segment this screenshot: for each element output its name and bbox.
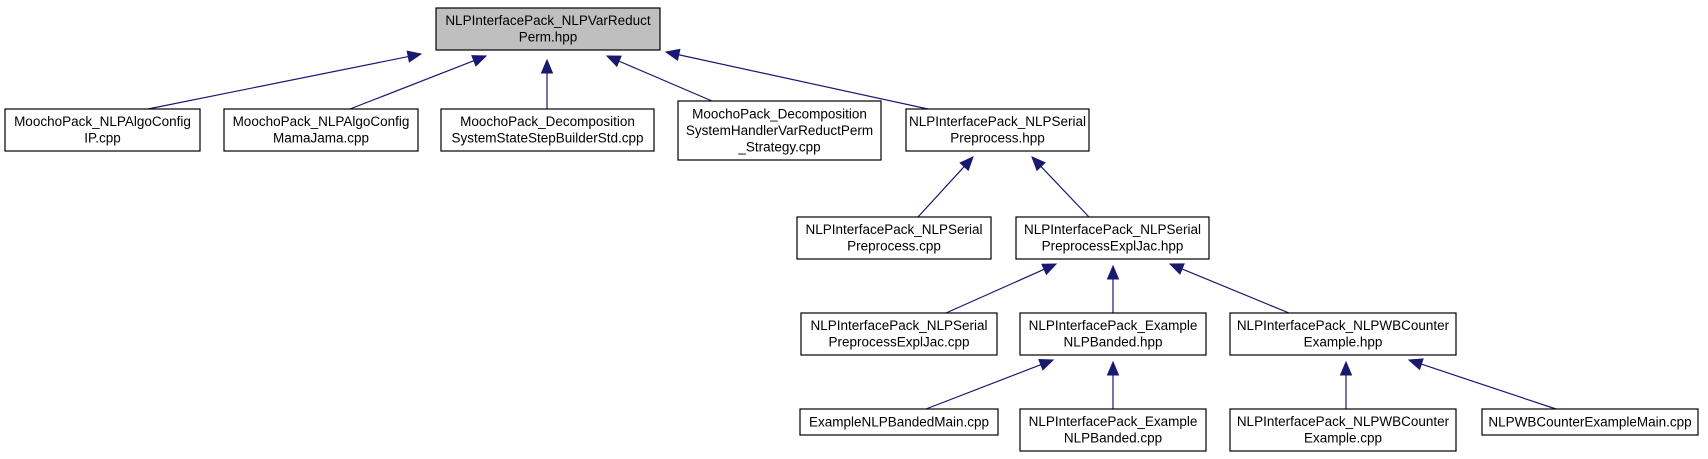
edge-n2-n0 — [349, 60, 475, 110]
node-label-line: Example.hpp — [1304, 335, 1383, 350]
arrowhead-n1-n0 — [406, 50, 423, 63]
node-label-line: MoochoPack_NLPAlgoConfig — [14, 114, 191, 129]
arrowhead-n7-n5 — [1031, 156, 1046, 172]
edge-n6-n5 — [917, 166, 965, 218]
node-label-line: MamaJama.cpp — [273, 131, 369, 146]
file-node[interactable]: NLPInterfacePack_NLPWBCounterExample.cpp — [1229, 408, 1457, 452]
node-label-line: Preprocess.hpp — [950, 131, 1045, 146]
file-node[interactable]: NLPWBCounterExampleMain.cpp — [1481, 408, 1699, 436]
node-label-line: SystemStateStepBuilderStd.cpp — [451, 131, 643, 146]
node-box — [1019, 312, 1207, 356]
node-box — [796, 216, 992, 260]
node-label-line: ExampleNLPBandedMain.cpp — [809, 414, 989, 429]
node-box — [1019, 408, 1207, 452]
node-label-line: NLPInterfacePack_Example — [1029, 414, 1198, 429]
edge-n4-n0 — [618, 60, 713, 102]
node-label-line: MoochoPack_Decomposition — [692, 106, 867, 121]
node-label-line: IP.cpp — [84, 131, 121, 146]
node-box — [440, 108, 655, 152]
node-label-line: MoochoPack_Decomposition — [460, 114, 635, 129]
node-box — [1229, 312, 1457, 356]
node-box — [799, 408, 999, 436]
node-box — [800, 312, 998, 356]
node-box — [4, 108, 201, 152]
node-label-line: Example.cpp — [1304, 431, 1382, 446]
edge-n10-n7 — [1181, 268, 1290, 314]
file-node[interactable]: MoochoPack_DecompositionSystemHandlerVar… — [677, 100, 882, 161]
file-node[interactable]: NLPInterfacePack_ExampleNLPBanded.hpp — [1019, 312, 1207, 356]
file-node[interactable]: NLPInterfacePack_NLPSerialPreprocessExpl… — [800, 312, 998, 356]
arrowhead-n8-n7 — [1041, 263, 1058, 276]
arrowhead-n14-n10 — [1407, 358, 1424, 371]
arrowhead-n3-n0 — [540, 58, 554, 74]
node-label-line: NLPInterfacePack_NLPVarReduct — [445, 13, 651, 28]
node-label-line: NLPInterfacePack_NLPWBCounter — [1237, 414, 1450, 429]
edges-layer — [147, 48, 1557, 410]
file-node[interactable]: NLPInterfacePack_ExampleNLPBanded.cpp — [1019, 408, 1207, 452]
edge-n11-n9 — [925, 364, 1042, 410]
file-node[interactable]: NLPInterfacePack_NLPWBCounterExample.hpp — [1229, 312, 1457, 356]
node-label-line: PreprocessExplJac.cpp — [828, 335, 969, 350]
node-box — [1229, 408, 1457, 452]
file-node[interactable]: MoochoPack_DecompositionSystemStateStepB… — [440, 108, 655, 152]
node-box — [1481, 408, 1699, 436]
node-box — [905, 108, 1090, 152]
node-label-line: NLPInterfacePack_NLPWBCounter — [1237, 318, 1450, 333]
arrowhead-n5-n0 — [664, 48, 681, 61]
node-label-line: Preprocess.cpp — [847, 239, 941, 254]
file-node[interactable]: ExampleNLPBandedMain.cpp — [799, 408, 999, 436]
edge-n5-n0 — [678, 54, 929, 110]
node-label-line: _Strategy.cpp — [737, 139, 820, 154]
node-label-line: NLPInterfacePack_NLPSerial — [1024, 222, 1201, 237]
arrowhead-n11-n9 — [1038, 359, 1055, 371]
node-label-line: SystemHandlerVarReductPerm — [686, 123, 873, 138]
node-label-line: PreprocessExplJac.hpp — [1042, 239, 1184, 254]
arrowhead-n13-n10 — [1339, 360, 1353, 376]
edge-n8-n7 — [945, 268, 1045, 314]
arrowhead-n4-n0 — [605, 55, 622, 68]
node-box — [435, 7, 661, 51]
node-label-line: NLPInterfacePack_NLPSerial — [805, 222, 982, 237]
arrowhead-n2-n0 — [471, 55, 488, 67]
node-box — [223, 108, 419, 152]
arrowhead-n12-n9 — [1106, 360, 1120, 376]
edge-n14-n10 — [1421, 363, 1557, 410]
arrowhead-n6-n5 — [959, 156, 974, 172]
file-node[interactable]: NLPInterfacePack_NLPSerialPreprocessExpl… — [1015, 216, 1210, 260]
node-label-line: NLPBanded.cpp — [1064, 431, 1162, 446]
node-label-line: Perm.hpp — [519, 30, 578, 45]
node-label-line: NLPBanded.hpp — [1063, 335, 1162, 350]
edge-n1-n0 — [147, 55, 409, 110]
edge-n7-n5 — [1040, 166, 1090, 218]
nodes-layer: NLPInterfacePack_NLPVarReductPerm.hppMoo… — [4, 7, 1699, 452]
node-label-line: NLPWBCounterExampleMain.cpp — [1488, 414, 1691, 429]
node-box — [677, 100, 882, 161]
arrowhead-n9-n7 — [1106, 264, 1120, 280]
node-label-line: NLPInterfacePack_NLPSerial — [909, 114, 1086, 129]
node-label-line: NLPInterfacePack_Example — [1029, 318, 1198, 333]
node-label-line: MoochoPack_NLPAlgoConfig — [233, 114, 410, 129]
node-label-line: NLPInterfacePack_NLPSerial — [810, 318, 987, 333]
arrowhead-n10-n7 — [1168, 263, 1185, 275]
node-box — [1015, 216, 1210, 260]
